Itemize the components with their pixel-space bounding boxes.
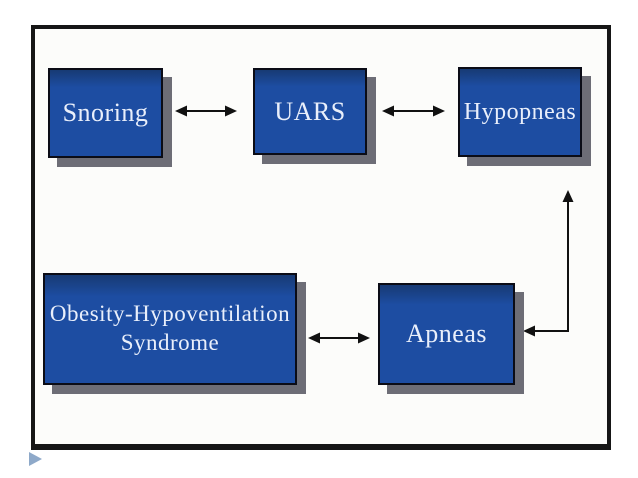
node-uars-label: UARS xyxy=(274,96,346,126)
node-apneas[interactable]: Apneas xyxy=(378,283,515,385)
node-hypopneas[interactable]: Hypopneas xyxy=(458,67,582,157)
node-ohs-label: Obesity-Hypoventilation Syndrome xyxy=(49,301,291,355)
slide-bullet-triangle-icon xyxy=(29,452,42,466)
node-snoring[interactable]: Snoring xyxy=(48,68,163,158)
node-snoring-label: Snoring xyxy=(62,98,149,127)
node-hypopneas-label: Hypopneas xyxy=(463,98,577,125)
node-apneas-label: Apneas xyxy=(406,319,487,348)
node-obesity-hypoventilation-syndrome[interactable]: Obesity-Hypoventilation Syndrome xyxy=(43,273,297,385)
node-uars[interactable]: UARS xyxy=(253,68,367,155)
